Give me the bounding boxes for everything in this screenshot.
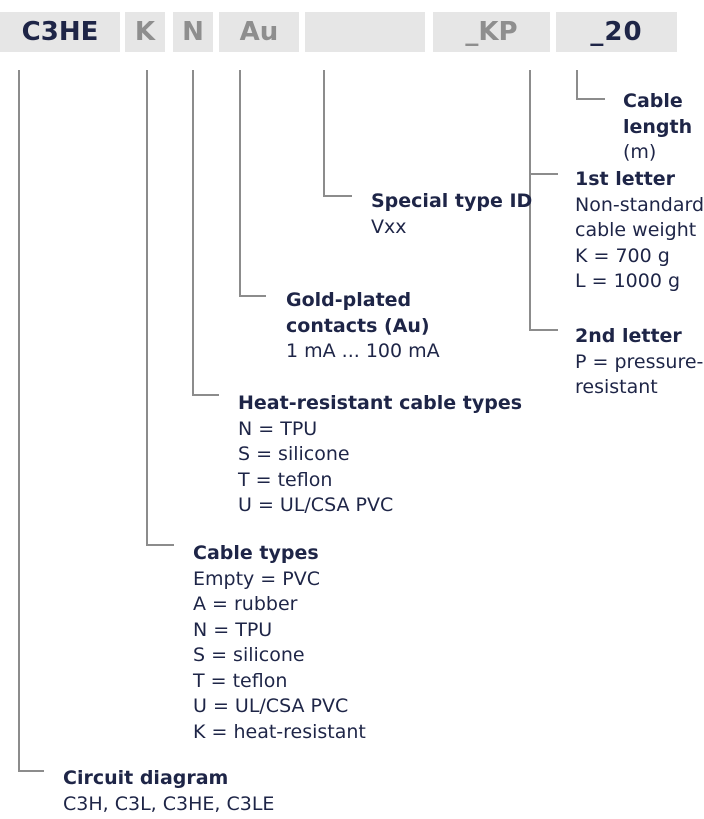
label-circuit-diagram: Circuit diagram C3H, C3L, C3HE, C3LE [63,766,274,817]
label-heat-resistant-desc-3: T = teflon [238,468,333,491]
connector-circuit-diagram-h [18,770,44,772]
code-segment-cable-length: _20 [556,12,677,52]
label-second-letter-desc-2: resistant [575,376,658,398]
label-heat-resistant-desc-2: S = silicone [238,443,350,465]
label-special-type: Special type ID Vxx [371,189,532,240]
label-second-letter-desc-1: P = pressure- [575,350,704,373]
connector-cable-length-v [576,70,578,100]
label-heat-resistant-title: Heat-resistant cable types [238,392,523,414]
connector-circuit-diagram-v [18,70,20,772]
label-cable-types-desc-6: U = UL/CSA PVC [193,695,349,717]
code-segment-special-type [305,12,425,52]
label-heat-resistant-desc-1: N = TPU [238,417,318,440]
label-special-type-title: Special type ID [371,190,533,212]
label-cable-types-desc-2: A = rubber [193,593,298,615]
connector-heat-resistant-v [192,70,194,396]
connector-heat-resistant-h [192,394,219,396]
label-first-letter-title: 1st letter [575,168,676,190]
label-cable-types-desc-5: T = teflon [193,669,288,692]
label-special-type-desc: Vxx [371,215,407,238]
label-gold-plated-title-2: contacts (Au) [286,314,430,337]
label-circuit-diagram-title: Circuit diagram [63,767,229,789]
label-cable-length-desc: (m) [623,141,657,163]
code-segment-series: C3HE [0,12,120,52]
connector-first-letter-h [529,173,558,175]
connector-cable-types-v [146,70,148,546]
connector-cable-types-h [146,544,174,546]
label-first-letter-desc-2: cable weight [575,219,697,241]
label-first-letter-desc-1: Non-standard [575,193,704,216]
label-cable-types-title: Cable types [193,542,319,564]
label-first-letter-desc-3: K = 700 g [575,244,670,267]
label-heat-resistant: Heat-resistant cable types N = TPU S = s… [238,391,522,519]
connector-special-type-v [323,70,325,197]
code-segment-gold-plated: Au [219,12,299,52]
label-cable-length-title-1: Cable [623,90,683,112]
label-second-letter: 2nd letter P = pressure- resistant [575,324,703,401]
label-cable-types-desc-7: K = heat-resistant [193,720,366,743]
code-segment-cable-type: K [125,12,165,52]
label-heat-resistant-desc-4: U = UL/CSA PVC [238,494,394,516]
label-cable-length-title-2: length [623,115,693,138]
connector-second-letter-h [529,329,558,331]
connector-special-type-h [323,195,352,197]
label-gold-plated-desc: 1 mA ... 100 mA [286,340,440,362]
label-first-letter: 1st letter Non-standard cable weight K =… [575,167,704,295]
connector-gold-plated-h [239,295,266,297]
label-gold-plated: Gold-plated contacts (Au) 1 mA ... 100 m… [286,288,440,365]
connector-gold-plated-v [239,70,241,297]
code-segment-heat-resistant: N [173,12,213,52]
label-circuit-diagram-desc: C3H, C3L, C3HE, C3LE [63,792,275,815]
connector-letters-v [529,70,531,331]
label-first-letter-desc-4: L = 1000 g [575,270,681,292]
label-cable-types-desc-4: S = silicone [193,644,305,666]
label-gold-plated-title-1: Gold-plated [286,289,412,311]
label-cable-types: Cable types Empty = PVC A = rubber N = T… [193,541,366,745]
label-cable-length: Cable length (m) [623,89,692,166]
connector-cable-length-h [576,98,605,100]
code-segment-letters: _KP [433,12,550,52]
label-cable-types-desc-3: N = TPU [193,618,273,641]
label-second-letter-title: 2nd letter [575,325,682,347]
label-cable-types-desc-1: Empty = PVC [193,567,320,590]
